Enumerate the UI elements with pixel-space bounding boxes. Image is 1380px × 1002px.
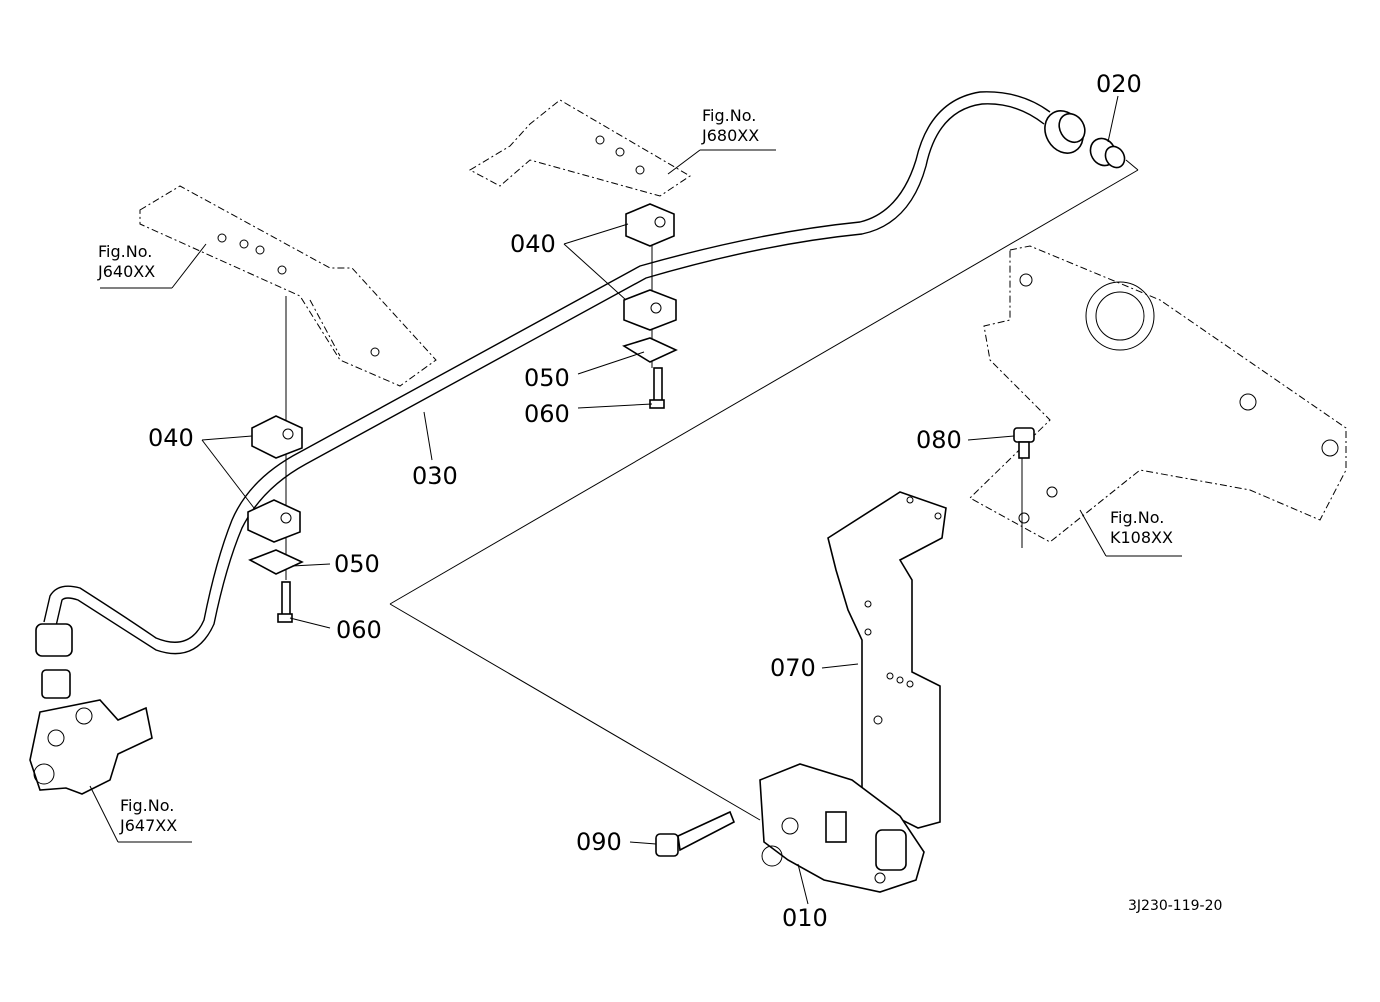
fig-ref-j680: Fig.No. J680XX [702, 106, 759, 146]
clamp-040-lower-top[interactable] [251, 415, 303, 459]
clamp-040-lower-bottom[interactable] [247, 499, 301, 543]
plate-050-upper[interactable] [622, 337, 678, 363]
fig-ref-k108: Fig.No. K108XX [1110, 508, 1173, 548]
label-050-upper: 050 [524, 364, 570, 392]
bolt-060-lower[interactable] [277, 581, 293, 623]
drawing-code: 3J230-119-20 [1128, 898, 1223, 914]
fig-ref-j640-prefix: Fig.No. [98, 242, 153, 261]
pipe-nut-left [35, 623, 73, 699]
fig-ref-leaders [89, 149, 1182, 843]
label-040-lower: 040 [148, 424, 194, 452]
bracket-j680-ref [468, 99, 691, 197]
part-leaders [201, 95, 1119, 905]
label-020: 020 [1096, 70, 1142, 98]
bracket-j640-ref [139, 185, 437, 387]
label-080: 080 [916, 426, 962, 454]
bracket-070[interactable] [827, 491, 947, 829]
label-060-upper: 060 [524, 400, 570, 428]
fig-ref-j647-prefix: Fig.No. [120, 796, 175, 815]
label-060-lower: 060 [336, 616, 382, 644]
nut-fitting-020[interactable] [1037, 104, 1139, 171]
frame-k108-ref [969, 245, 1347, 543]
fig-ref-j680-prefix: Fig.No. [702, 106, 757, 125]
plate-050-lower[interactable] [248, 549, 304, 575]
label-030: 030 [412, 462, 458, 490]
fig-ref-j640: Fig.No. J640XX [98, 242, 155, 282]
bolt-090[interactable] [655, 810, 736, 857]
label-090: 090 [576, 828, 622, 856]
fig-ref-k108-code: K108XX [1110, 528, 1173, 547]
label-040-upper: 040 [510, 230, 556, 258]
valve-010[interactable] [759, 763, 925, 893]
label-070: 070 [770, 654, 816, 682]
fig-ref-j680-code: J680XX [702, 126, 760, 145]
fig-ref-k108-prefix: Fig.No. [1110, 508, 1165, 527]
label-050-lower: 050 [334, 550, 380, 578]
pipe-030[interactable] [43, 91, 1051, 655]
fig-ref-j647-code: J647XX [120, 816, 178, 835]
bolt-060-upper[interactable] [649, 367, 665, 409]
bolt-080[interactable] [1013, 427, 1035, 459]
label-010: 010 [782, 904, 828, 932]
clamp-040-upper-bottom[interactable] [623, 289, 677, 331]
fig-ref-j640-code: J640XX [98, 262, 156, 281]
fig-ref-j647: Fig.No. J647XX [120, 796, 177, 836]
valve-block-j647-ref [29, 699, 153, 795]
clamp-040-upper-top[interactable] [625, 203, 675, 247]
